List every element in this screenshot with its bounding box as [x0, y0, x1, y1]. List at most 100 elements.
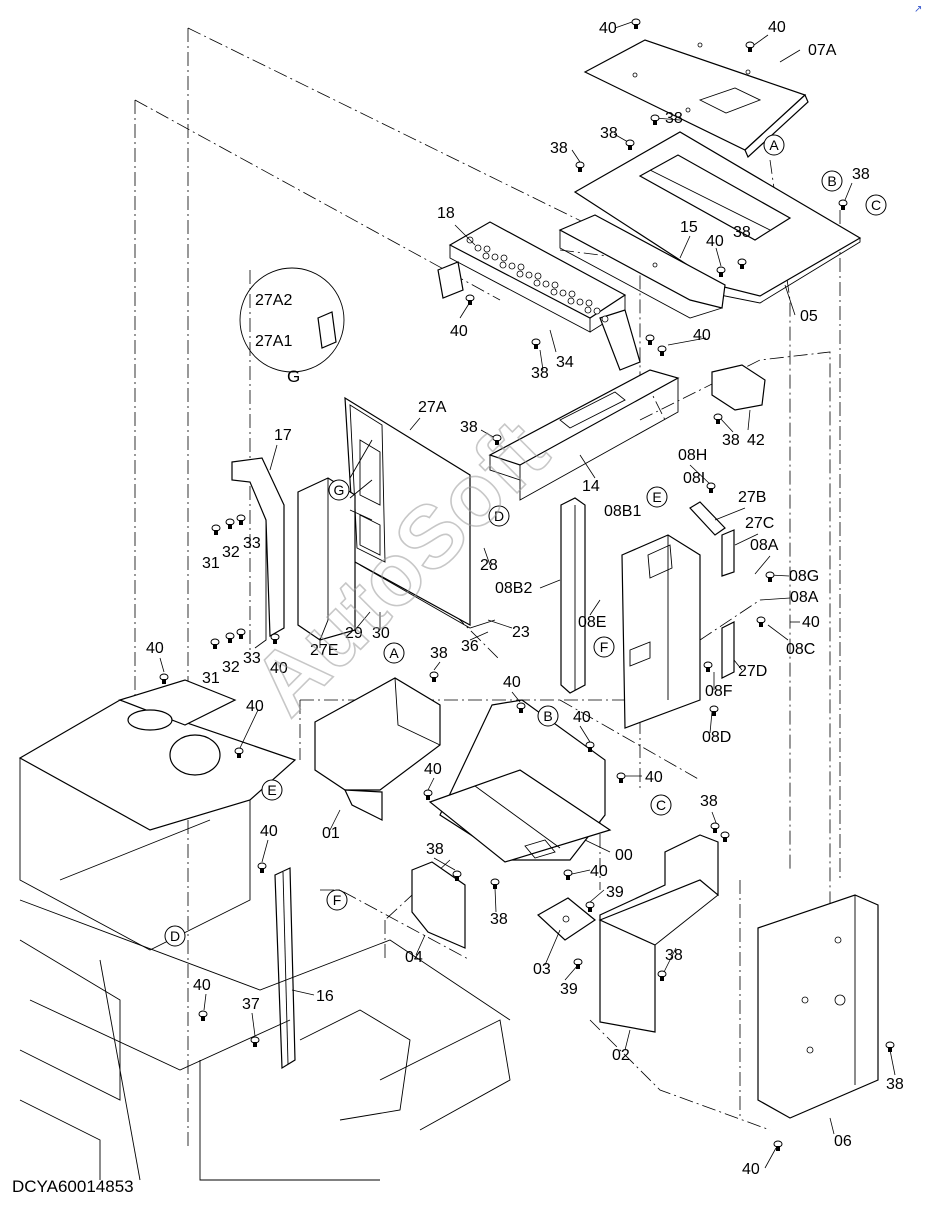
callout-39-64: 39 [560, 981, 578, 998]
callout-08G-26: 08G [789, 568, 819, 585]
leader-line-20 [714, 507, 746, 521]
leader-line-65 [764, 1147, 777, 1169]
callout-40-1: 40 [768, 19, 786, 36]
leader-line-3 [613, 133, 629, 143]
bolt-22 [159, 673, 169, 684]
callout-38-14: 38 [531, 365, 549, 382]
callout-39-62: 39 [606, 884, 624, 901]
ref-letter: C [871, 197, 881, 213]
leader-line-48 [584, 839, 611, 853]
bolt-21 [270, 633, 280, 644]
leader-line-43 [511, 691, 521, 703]
bolt-1 [745, 41, 755, 52]
callout-40-50: 40 [146, 640, 164, 657]
detail-circle [239, 267, 345, 373]
machine-base-frame [18, 679, 511, 1181]
ref-letter: E [652, 489, 661, 505]
leader-line-15 [480, 429, 496, 439]
ref-marker-f-11: F [326, 889, 348, 911]
bolt-23 [234, 747, 244, 758]
bolt-43 [756, 616, 766, 627]
leader-line-37 [469, 631, 489, 641]
callout-40-28: 40 [802, 614, 820, 631]
leader-line-28 [733, 659, 743, 671]
callout-08C-29: 08C [786, 641, 815, 658]
callout-15-9: 15 [680, 219, 698, 236]
callout-38-6: 38 [852, 166, 870, 183]
bolt-30 [490, 878, 500, 889]
callout-18-11: 18 [437, 205, 455, 222]
callout-40-56: 40 [645, 769, 663, 786]
bolt-20 [236, 628, 246, 639]
callout-38-59: 38 [426, 841, 444, 858]
leader-line-53 [544, 929, 561, 966]
ref-letter: B [827, 173, 836, 189]
callout-27E-45: 27E [310, 642, 338, 659]
part-05-frame [573, 131, 862, 304]
bolt-17 [236, 514, 246, 525]
leader-line-46 [427, 777, 435, 791]
leader-line-33 [269, 444, 278, 471]
ref-letter: G [334, 482, 345, 498]
bolt-15 [211, 524, 221, 535]
callout-40-61: 40 [590, 863, 608, 880]
part-27B-27C-27D [689, 501, 735, 679]
bolt-16 [225, 518, 235, 529]
bolt-38 [198, 1010, 208, 1021]
callout-40-55: 40 [424, 761, 442, 778]
leader-line-50 [494, 887, 497, 913]
callout-33-39: 33 [243, 535, 261, 552]
callout-40-54: 40 [573, 709, 591, 726]
leader-line-49 [433, 857, 456, 871]
part-07A-top-cover [583, 39, 809, 159]
leader-line-10 [454, 224, 476, 246]
bolt-45 [703, 661, 713, 672]
bolt-5 [838, 199, 848, 210]
callout-17-36: 17 [274, 427, 292, 444]
part-08B1-side-plate [621, 534, 701, 729]
part-16-pillar [274, 867, 296, 1070]
bolt-25 [516, 702, 526, 713]
callout-03-63: 03 [533, 961, 551, 978]
leader-line-60 [203, 993, 207, 1011]
callout-06-74: 06 [834, 1133, 852, 1150]
callout-31-37: 31 [202, 555, 220, 572]
part-18-step-plate [437, 221, 641, 371]
ref-marker-e-4: E [646, 486, 668, 508]
callout-38-3: 38 [600, 125, 618, 142]
callout-00-58: 00 [615, 847, 633, 864]
part-02-cover [598, 834, 719, 1033]
callout-40-53: 40 [503, 674, 521, 691]
leader-line-44 [579, 725, 591, 743]
leader-line-63 [889, 1049, 896, 1076]
leader-line-16 [719, 417, 734, 433]
part-27A-side-panel [344, 396, 496, 629]
leader-line-6 [844, 182, 853, 201]
callout-40-7: 40 [706, 233, 724, 250]
callout-38-60: 38 [490, 911, 508, 928]
leader-line-57 [663, 947, 677, 973]
part-01-panel [314, 677, 441, 821]
bolt-32 [585, 901, 595, 912]
ref-marker-b-8: B [537, 705, 559, 727]
callout-05-10: 05 [800, 308, 818, 325]
ref-marker-e-9: E [261, 779, 283, 801]
ref-marker-a-0: A [763, 134, 785, 156]
ref-letter: C [656, 797, 666, 813]
ref-letter: F [600, 639, 609, 655]
bolt-35 [720, 831, 730, 842]
callout-38-5: 38 [550, 140, 568, 157]
leader-line-9 [784, 284, 796, 316]
bolt-13 [713, 413, 723, 424]
ref-letter: F [333, 892, 342, 908]
bolt-10 [645, 334, 655, 345]
bolt-29 [452, 870, 462, 881]
corner-mark: ↗ [914, 4, 922, 15]
callout-08E-30: 08E [578, 614, 606, 631]
bolt-28 [423, 789, 433, 800]
bolt-0 [631, 18, 641, 29]
leader-line-42 [433, 661, 441, 671]
callout-34-15: 34 [556, 354, 574, 371]
bolt-6 [716, 266, 726, 277]
